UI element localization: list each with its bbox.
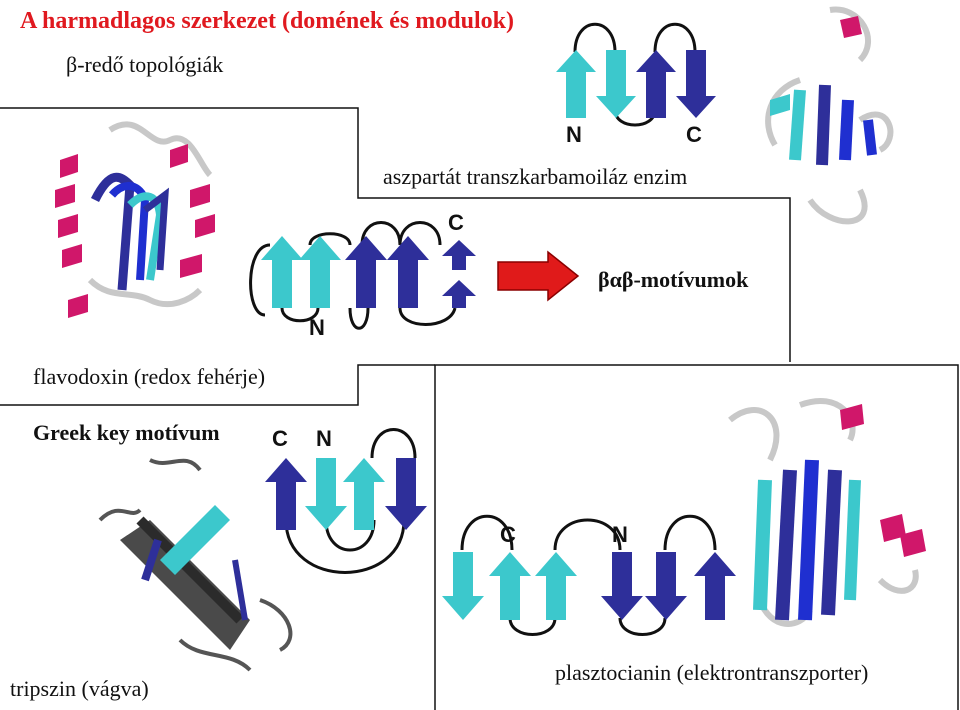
flavodoxin-topology: C N <box>249 210 476 340</box>
flavodoxin-ribbon-structure <box>55 121 215 318</box>
plastocyanin-topology: C N <box>442 514 736 636</box>
c-terminus-label: C <box>448 210 464 235</box>
strand-arrow-up <box>343 458 385 530</box>
aspartate-ribbon-structure <box>765 6 894 225</box>
slide-title: A harmadlagos szerkezet (domének és modu… <box>20 8 514 34</box>
n-terminus-label: N <box>309 315 325 340</box>
greek-key-topology: C N <box>265 426 427 574</box>
strand-arrow-down <box>596 50 636 118</box>
strand-arrow-up <box>694 552 736 620</box>
red-block-arrow-icon <box>497 250 580 302</box>
strand-arrow-up <box>442 240 476 270</box>
c-terminus-label: C <box>500 522 516 547</box>
strand-arrow-down <box>305 458 347 530</box>
n-terminus-label: N <box>612 522 628 547</box>
strand-arrow-up <box>556 50 596 118</box>
section-frame <box>0 107 959 710</box>
greek-key-caption: Greek key motívum <box>33 420 220 445</box>
aspartate-topology: N C <box>556 22 716 147</box>
c-terminus-label: C <box>686 122 702 147</box>
strand-arrow-up <box>261 236 303 308</box>
strand-arrow-up <box>387 236 429 308</box>
bab-motif-caption: βαβ-motívumok <box>598 267 749 292</box>
strand-arrow-down <box>645 552 687 620</box>
plastocyanin-caption: plasztocianin (elektrontranszporter) <box>555 660 869 685</box>
plastocyanin-ribbon-structure <box>728 397 926 627</box>
strand-arrow-down <box>385 458 427 530</box>
strand-arrow-up <box>345 236 387 308</box>
flavodoxin-caption: flavodoxin (redox fehérje) <box>33 364 266 389</box>
n-terminus-label: N <box>566 122 582 147</box>
trypsin-ribbon-structure <box>98 458 293 672</box>
aspartate-caption: aszpartát transzkarbamoiláz enzim <box>383 164 688 189</box>
strand-arrow-down <box>601 552 643 620</box>
subtitle-beta-topologies: β-redő topológiák <box>66 52 224 77</box>
strand-arrow-down <box>676 50 716 118</box>
strand-arrow-up <box>535 552 577 620</box>
strand-arrow-up <box>265 458 307 530</box>
strand-arrow-up <box>299 236 341 308</box>
strand-arrow-up <box>489 552 531 620</box>
c-terminus-label: C <box>272 426 288 451</box>
strand-arrow-up <box>636 50 676 118</box>
n-terminus-label: N <box>316 426 332 451</box>
strand-arrow-up <box>442 280 476 308</box>
trypsin-caption: tripszin (vágva) <box>10 676 149 701</box>
strand-arrow-down <box>442 552 484 620</box>
